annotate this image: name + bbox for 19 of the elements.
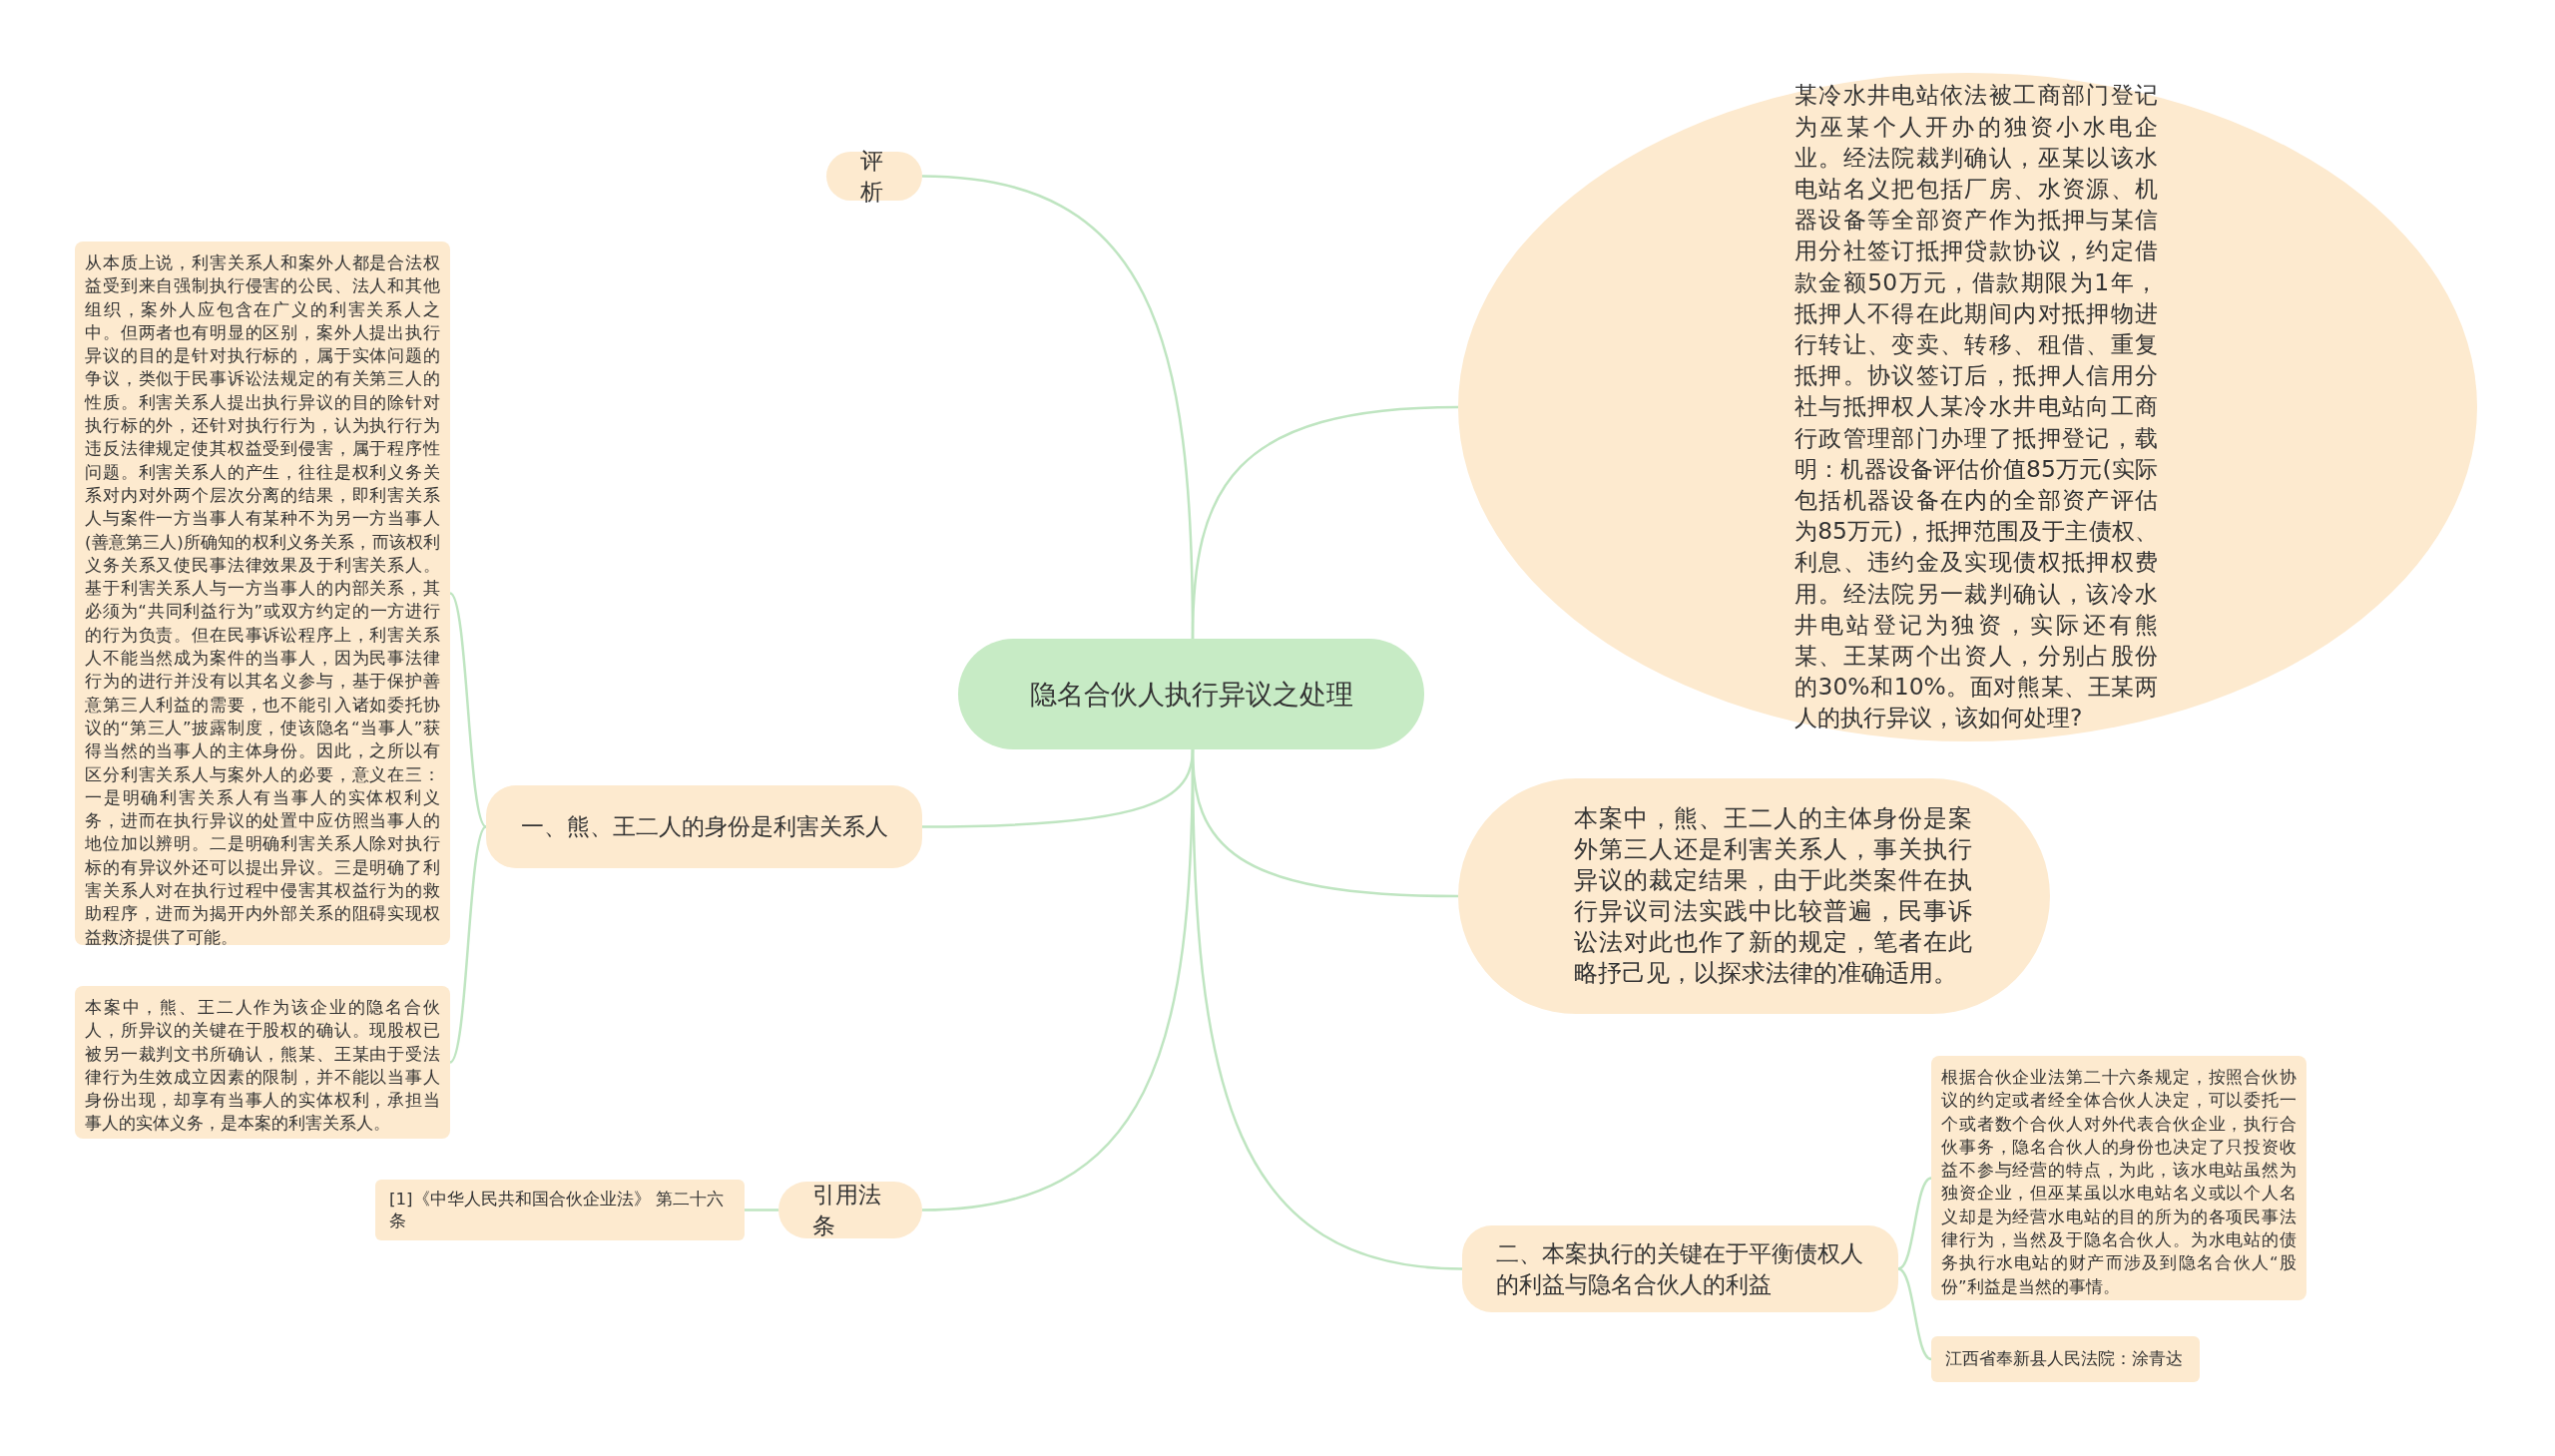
topic-box: 引用法条 [778,1182,922,1238]
text-ellipse: 某冷水井电站依法被工商部门登记为巫某个人开办的独资小水电企业。经法院裁判确认，巫某以该水电站名义把包括厂房、水资源、机器设备等全部资产作为抵押与某信用分社签订抵押贷款协议，约定借款金额50万元，借款期限为1年，抵押人不得在此期间内对抵押物进行转让、变卖、转移、租借、重复抵押。协议签订后，抵押人信用分社与抵押权人某冷水井电站向工商行政管理部门办理了抵押登记，载明：机器设备评估价值85万元(实际包括机器设备在内的全部资产评估为85万元)，抵押范围及于主债权、利息、违约金及实现债权抵押权费用。经法院另一裁判确认，该冷水井电站登记为独资，实际还有熊某、王某两个出资人，分别占股份的30%和10%。面对熊某、王某两人的执行异议，该如何处理? [1458,73,2477,741]
text-box: 根据合伙企业法第二十六条规定，按照合伙协议的约定或者经全体合伙人决定，可以委托一个或者数个合伙人对外代表合伙企业，执行合伙事务，隐名合伙人的身份也决定了只投资收益不参与经营的特点，为此，该水电站虽然为独资企业，但巫某虽以水电站名义或以个人名义却是为经营水电站的目的所为的各项民事法律行为，当然及于隐名合伙人。为水电站的债务执行水电站的财产而涉及到隐名合伙人“股份”利益是当然的事情。 [1931,1056,2306,1300]
text-box: [1]《中华人民共和国合伙企业法》 第二十六条 [375,1180,745,1240]
topic-box: 评析 [826,152,922,201]
topic-box: 隐名合伙人执行异议之处理 [958,639,1424,749]
topic-box: 一、熊、王二人的身份是利害关系人 [486,785,922,868]
connector-line [449,825,487,1064]
connector-line [1897,1267,1932,1361]
text-box: 江西省奉新县人民法院：涂青达 [1931,1336,2200,1382]
text-box: 本案中，熊、王二人的主体身份是案外第三人还是利害关系人，事关执行异议的裁定结果，由于此类案件在执行异议司法实践中比较普遍，民事诉讼法对此也作了新的规定，笔者在此略抒己见，以探求法律的准确适用。 [1458,778,2050,1014]
connector-line [1191,405,1459,640]
text-box: 本案中，熊、王二人作为该企业的隐名合伙人，所异议的关键在于股权的确认。现股权已被另一裁判文书所确认，熊某、王某由于受法律行为生效成立因素的限制，并不能以当事人身份出现，却享有当事人的实体权利，承担当事人的实体义务，是本案的利害关系人。 [75,986,450,1139]
text-box: 从本质上说，利害关系人和案外人都是合法权益受到来自强制执行侵害的公民、法人和其他组织，案外人应包含在广义的利害关系人之中。但两者也有明显的区别，案外人提出执行异议的目的是针对执行标的，属于实体问题的争议，类似于民事诉讼法规定的有关第三人的性质。利害关系人提出执行异议的目的除针对执行标的外，还针对执行行为，认为执行行为违反法律规定使其权益受到侵害，属于程序性问题。利害关系人的产生，往往是权利义务关系对内对外两个层次分离的结果，即利害关系人与案件一方当事人有某种不为另一方当事人(善意第三人)所确知的权利义务关系，而该权利义务关系又使民事法律效果及于利害关系人。基于利害关系人与一方当事人的内部关系，其必须为“共同利益行为”或双方约定的一方进行的行为负责。但在民事诉讼程序上，利害关系人不能当然成为案件的当事人，因为民事法律行为的进行并没有以其名义参与，基于保护善意第三人利益的需要，也不能引入诸如委托协议的“第三人”披露制度，使该隐名“当事人”获得当然的当事人的主体身份。因此，之所以有区分利害关系人与案外人的必要，意义在三：一是明确利害关系人有当事人的实体权利义务，进而在执行异议的处置中应仿照当事人的地位加以辨明。二是明确利害关系人除对执行标的有异议外还可以提出异议。三是明确了利害关系人对在执行过程中侵害其权益行为的救助程序，进而为揭开内外部关系的阻碍实现权益救济提供了可能。 [75,242,450,945]
connector-line [1897,1177,1932,1270]
connector-line [1191,749,1463,1270]
topic-box: 二、本案执行的关键在于平衡债权人的利益与隐名合伙人的利益 [1462,1225,1898,1312]
connector-line [449,592,487,828]
connector-line [745,1209,778,1212]
